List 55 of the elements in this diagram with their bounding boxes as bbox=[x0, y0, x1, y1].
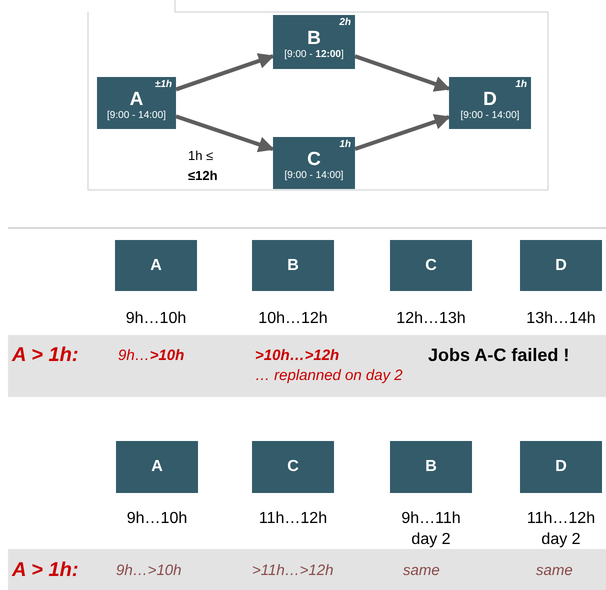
task-box bbox=[273, 137, 355, 189]
task-letter: D bbox=[555, 256, 567, 276]
task-letter: D bbox=[483, 90, 497, 110]
task-box bbox=[520, 441, 602, 493]
task-box bbox=[520, 240, 602, 291]
task-letter: A bbox=[150, 256, 162, 276]
duration-label: ±1h bbox=[154, 79, 172, 91]
time-window: [9:00 - 12:00] bbox=[284, 49, 344, 61]
task-box bbox=[252, 240, 334, 291]
task-box bbox=[115, 240, 197, 291]
time-range: 9h…10h bbox=[126, 509, 188, 529]
task-letter: B bbox=[425, 457, 437, 477]
task-letter: C bbox=[307, 150, 321, 170]
task-letter: D bbox=[555, 457, 567, 477]
task-letter: A bbox=[130, 90, 144, 110]
note-text: A > 1h: bbox=[12, 343, 78, 368]
task-box bbox=[273, 15, 355, 69]
note-text: Jobs A-C failed ! bbox=[428, 344, 570, 367]
time-window: [9:00 - 14:00] bbox=[107, 110, 166, 122]
time-range: 9h…10h bbox=[124, 309, 188, 329]
time-range: 11h…12h bbox=[258, 509, 328, 529]
time-window: [9:00 - 14:00] bbox=[284, 170, 344, 182]
time-range: 9h…11h day 2 bbox=[400, 509, 462, 550]
time-window: [9:00 - 14:00] bbox=[460, 110, 520, 122]
task-letter: B bbox=[287, 256, 299, 276]
note-text: 9h…>10h bbox=[116, 561, 182, 581]
task-box bbox=[390, 240, 472, 291]
arrow bbox=[175, 53, 275, 92]
task-letter: C bbox=[287, 457, 299, 477]
task-box bbox=[449, 77, 531, 129]
time-range: 12h…13h bbox=[395, 309, 467, 329]
time-range: 11h…12h day 2 bbox=[526, 509, 596, 550]
note-text: same bbox=[536, 561, 573, 581]
note-text: 9h…>10h bbox=[118, 346, 184, 366]
arrow bbox=[354, 114, 451, 151]
note-text: A > 1h: bbox=[12, 558, 78, 583]
arrow bbox=[175, 114, 275, 152]
duration-label: 1h bbox=[515, 79, 527, 91]
duration-label: 2h bbox=[339, 17, 351, 29]
note-text: … replanned on day 2 bbox=[255, 366, 403, 386]
task-letter: B bbox=[307, 29, 321, 49]
note-text: >11h…>12h bbox=[252, 561, 334, 581]
arrow bbox=[354, 54, 450, 92]
task-box bbox=[97, 77, 176, 129]
edge-label: 1h ≤ ≤12h bbox=[188, 147, 219, 185]
task-box bbox=[390, 441, 472, 493]
task-letter: A bbox=[151, 457, 163, 477]
note-text: >10h…>12h bbox=[255, 346, 340, 366]
time-range: 10h…12h bbox=[257, 309, 329, 329]
task-letter: C bbox=[425, 256, 437, 276]
task-box bbox=[252, 441, 334, 493]
task-box bbox=[116, 441, 198, 493]
note-text: same bbox=[403, 561, 440, 581]
time-range: 13h…14h bbox=[525, 309, 597, 329]
duration-label: 1h bbox=[339, 139, 351, 151]
